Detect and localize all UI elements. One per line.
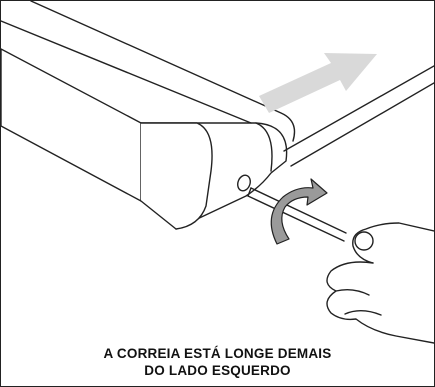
treadmill-end-cap — [1, 48, 288, 230]
rotation-arrow-icon — [270, 178, 328, 245]
allen-key-icon — [247, 187, 347, 242]
diagram-caption: A CORREIA ESTÁ LONGE DEMAIS DO LADO ESQU… — [1, 345, 434, 379]
caption-line-2: DO LADO ESQUERDO — [144, 363, 291, 378]
hand-icon — [326, 222, 434, 344]
caption-line-1: A CORREIA ESTÁ LONGE DEMAIS — [103, 346, 332, 361]
treadmill-deck — [1, 1, 434, 167]
adjustment-bolt-hole — [237, 174, 251, 192]
direction-arrow-icon — [259, 53, 377, 113]
